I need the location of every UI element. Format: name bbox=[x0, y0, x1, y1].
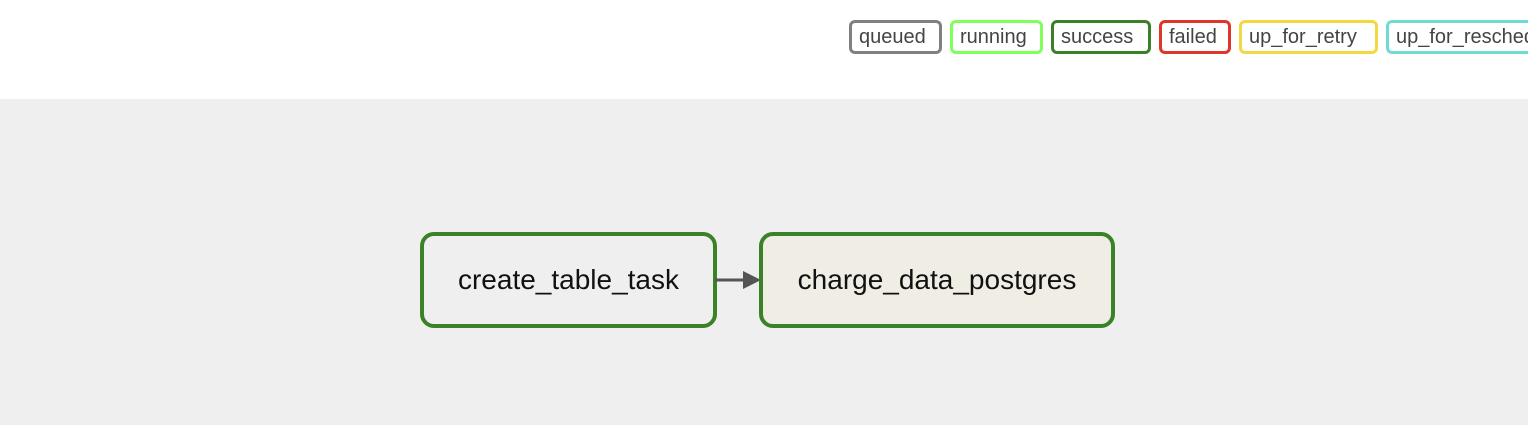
legend-item-failed[interactable]: failed bbox=[1159, 20, 1231, 54]
dag-graph-canvas[interactable]: create_table_task charge_data_postgres bbox=[0, 99, 1528, 425]
legend-item-up-for-retry[interactable]: up_for_retry bbox=[1239, 20, 1378, 54]
legend-item-queued[interactable]: queued bbox=[849, 20, 942, 54]
edge-arrow bbox=[715, 271, 761, 289]
legend-item-running[interactable]: running bbox=[950, 20, 1043, 54]
legend-item-success[interactable]: success bbox=[1051, 20, 1151, 54]
legend-item-up-for-reschedule[interactable]: up_for_rescheduled bbox=[1386, 20, 1528, 54]
status-legend: queued running success failed up_for_ret… bbox=[0, 0, 1528, 99]
task-node-charge-data-postgres[interactable]: charge_data_postgres bbox=[759, 232, 1115, 328]
task-node-create-table-task[interactable]: create_table_task bbox=[420, 232, 717, 328]
